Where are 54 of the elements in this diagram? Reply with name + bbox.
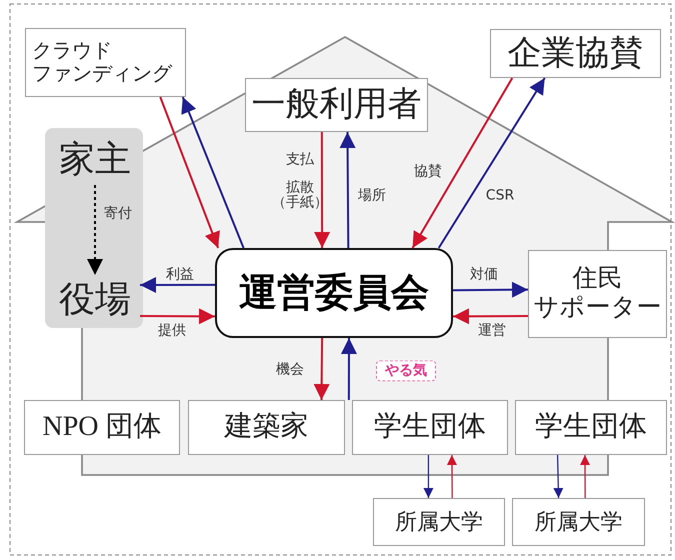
arrow: [438, 77, 546, 249]
node-label: 企業協賛: [508, 34, 644, 74]
process-box: [512, 498, 645, 546]
rounded-box: [215, 248, 453, 338]
node-label: 一般利用者: [252, 85, 422, 125]
arrow: [453, 308, 528, 324]
arrow: [87, 185, 103, 275]
process-box: [515, 400, 667, 455]
node-label: 運営委員会: [239, 271, 429, 315]
process-box: [373, 498, 505, 546]
edge-label: 機会: [276, 362, 304, 378]
arrow: [446, 455, 457, 498]
arrow: [452, 282, 528, 298]
edge-label: 提供: [158, 323, 186, 339]
node-label: 学生団体: [374, 411, 486, 444]
arrow: [423, 455, 434, 498]
edge-label: やる気: [376, 360, 436, 382]
edge-label: 利益: [166, 267, 194, 283]
edge-label: 支払: [286, 152, 314, 168]
arrow: [553, 454, 564, 498]
node-label: 建築家: [224, 411, 308, 444]
annotation-text: 拡散（手紙）: [272, 180, 328, 212]
process-box: [528, 250, 667, 338]
arrow: [340, 132, 356, 248]
node-label: 住民サポーター: [534, 265, 662, 323]
panel: [45, 128, 143, 328]
process-box: [490, 29, 661, 78]
process-box: [188, 400, 345, 455]
node-label: クラウドファンディング: [32, 40, 172, 86]
node-label: 所属大学: [534, 509, 622, 535]
node-label: 役場: [59, 279, 131, 321]
edge-label: CSR: [486, 188, 514, 204]
node-label: 家主: [59, 139, 131, 181]
node-label: NPO 団体: [42, 411, 162, 444]
arrow: [181, 96, 244, 248]
edge-label: 場所: [358, 188, 386, 204]
arrow: [412, 78, 514, 248]
arrow: [159, 96, 220, 248]
arrow: [580, 455, 590, 498]
edge-label: 運営: [478, 323, 506, 339]
node-label: 所属大学: [395, 509, 483, 535]
edge-label: 寄付: [104, 206, 132, 222]
process-box: [352, 400, 508, 455]
edge-label: 協賛: [414, 164, 442, 180]
node-label: 学生団体: [535, 411, 647, 444]
arrow: [314, 132, 330, 248]
process-box: [245, 78, 428, 132]
process-box: [24, 400, 180, 455]
arrow: [314, 338, 330, 400]
arrow: [340, 338, 357, 400]
process-box: [25, 28, 186, 97]
arrow: [140, 276, 215, 293]
arrow: [140, 308, 215, 324]
edge-label: 対価: [470, 267, 498, 283]
